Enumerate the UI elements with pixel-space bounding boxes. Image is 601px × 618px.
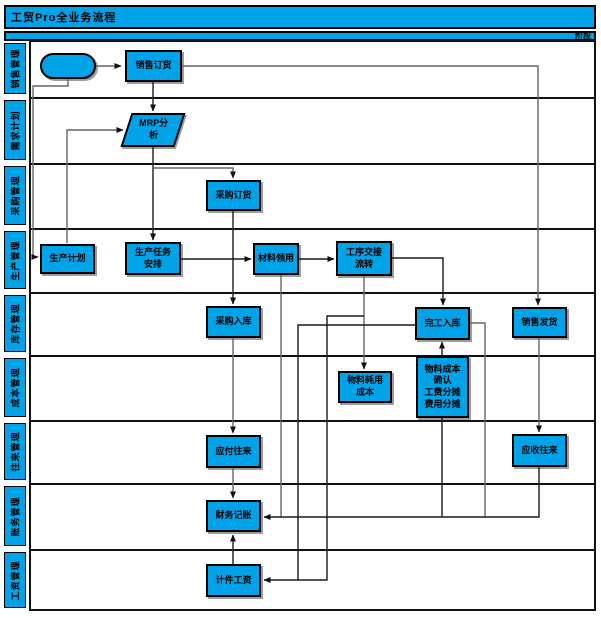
swimlane-label-text: 生产管理	[10, 239, 21, 281]
swimlane-divider	[29, 420, 596, 422]
node-mrp-analysis[interactable]: MRP分 析	[120, 113, 186, 147]
swimlane-label[interactable]: 销售管理	[4, 43, 26, 94]
swimlane-label-text: 往来管理	[10, 431, 21, 472]
swimlane-divider	[29, 483, 596, 485]
node-label: 应收往来	[521, 444, 558, 455]
swimlane-label-text: 采购管理	[10, 175, 21, 216]
node-label: 完工入库	[424, 317, 461, 328]
phase-label: 阶段	[575, 31, 591, 40]
node-start[interactable]	[40, 53, 96, 79]
node-label: 物料成本 确认 工费分摊 费用分摊	[424, 363, 461, 409]
swimlane-label[interactable]: 工资管理	[4, 552, 26, 608]
swimlane-label-text: 账务管理	[10, 495, 21, 537]
swimlane-label[interactable]: 往来管理	[4, 423, 26, 480]
swimlane-label[interactable]: 需求计划	[4, 100, 26, 160]
swimlane-divider	[29, 228, 596, 230]
node-purchase-order[interactable]: 采购订货	[206, 180, 261, 211]
node-piece-wage[interactable]: 计件工资	[206, 564, 261, 597]
node-label: 工序交接 流转	[345, 246, 382, 269]
node-sales-delivery[interactable]: 销售发货	[512, 307, 567, 338]
lane-area	[29, 40, 596, 611]
node-label: 采购订货	[215, 189, 252, 200]
swimlane-label-text: 库存管理	[10, 303, 21, 344]
swimlane-label-text: 销售管理	[10, 48, 21, 89]
node-completion-receipt[interactable]: 完工入库	[415, 307, 470, 340]
node-label: MRP分 析	[138, 118, 168, 140]
swimlane-divider	[29, 355, 596, 357]
node-label: 应付往来	[215, 445, 252, 456]
swimlane-divider	[29, 163, 596, 165]
node-label: 销售发货	[521, 316, 558, 327]
node-label: 销售订货	[135, 60, 172, 71]
swimlane-divider	[29, 97, 596, 99]
node-accounts-receivable[interactable]: 应收往来	[512, 434, 567, 467]
node-purchase-receipt[interactable]: 采购入库	[206, 306, 261, 338]
swimlane-divider	[29, 549, 596, 551]
node-label: 物料耗用 成本	[346, 375, 383, 397]
page-title: 工贸Pro全业务流程	[11, 12, 117, 24]
node-production-task[interactable]: 生产任务 安排	[125, 242, 181, 275]
node-accounts-payable[interactable]: 应付往来	[206, 435, 261, 468]
swimlane-label[interactable]: 采购管理	[4, 166, 26, 225]
swimlane-label-text: 需求计划	[10, 109, 21, 151]
swimlane-label[interactable]: 成本管理	[4, 358, 26, 417]
swimlane-label-text: 工资管理	[10, 559, 21, 601]
chart-title-bar: 工贸Pro全业务流程	[4, 5, 596, 29]
node-production-plan[interactable]: 生产计划	[40, 244, 95, 274]
swimlane-divider	[29, 292, 596, 294]
swimlane-label-text: 成本管理	[10, 367, 21, 408]
node-label: 材料领用	[257, 253, 294, 264]
node-material-cost[interactable]: 物料耗用 成本	[338, 371, 392, 403]
node-cost-confirmation[interactable]: 物料成本 确认 工费分摊 费用分摊	[416, 356, 469, 418]
node-label: 生产任务 安排	[134, 246, 171, 269]
swimlane-label[interactable]: 库存管理	[4, 295, 26, 352]
node-label: 采购入库	[215, 316, 252, 327]
swimlane-label[interactable]: 账务管理	[4, 486, 26, 546]
swimlane-label[interactable]: 生产管理	[4, 231, 26, 289]
node-process-handover[interactable]: 工序交接 流转	[336, 241, 392, 276]
node-sales-order[interactable]: 销售订货	[125, 50, 182, 82]
node-label: 计件工资	[215, 574, 252, 585]
node-label: 生产计划	[49, 253, 86, 264]
node-label: 财务记账	[215, 510, 252, 521]
node-bookkeeping[interactable]: 财务记账	[206, 500, 261, 532]
node-material-requisition[interactable]: 材料领用	[253, 243, 299, 275]
